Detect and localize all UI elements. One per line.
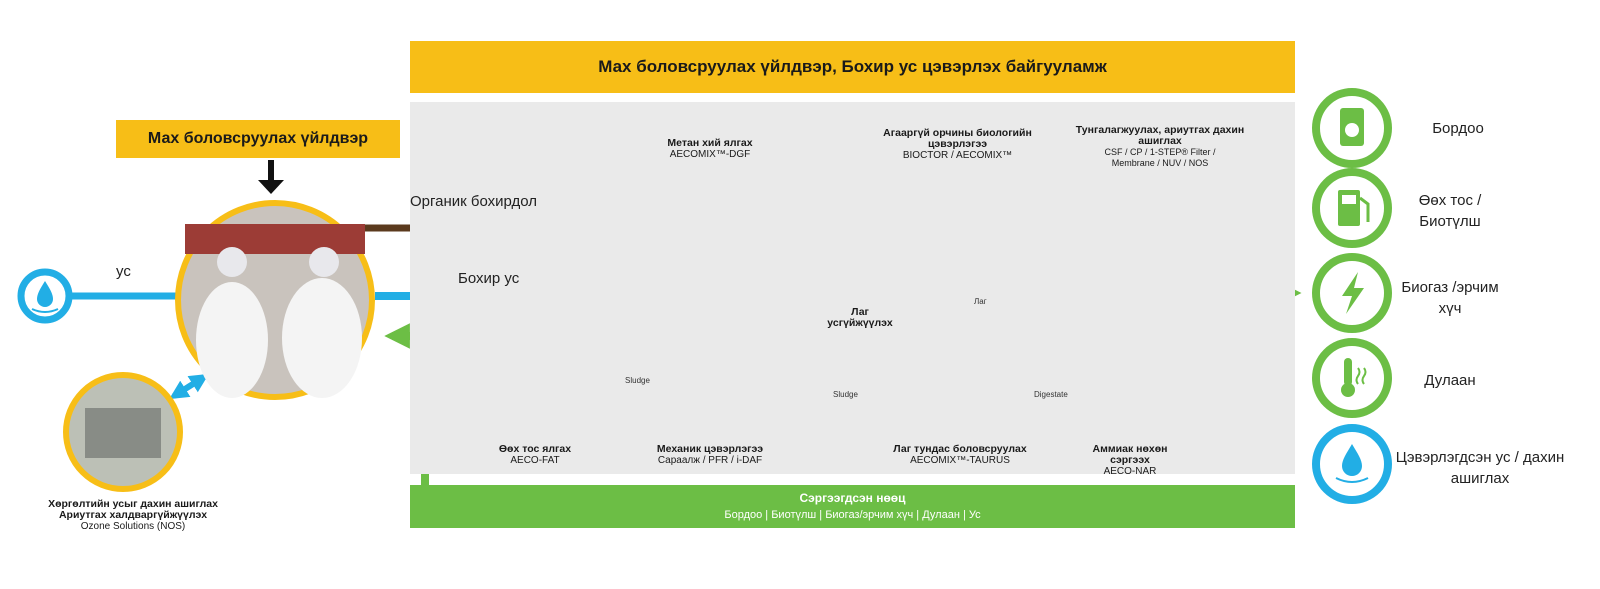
process-panel [410,102,1295,474]
thermometer-heat-waves [1355,367,1367,385]
thermometer-stem [1344,358,1352,386]
flow-label-water: ус [116,263,131,280]
recovered-items: Бордоо | Биотүлш | Биогаз/эрчим хүч | Ду… [724,509,981,521]
flow-label-sludge-mid: Sludge [833,390,858,399]
plant-title: Мах боловсруулах үйлдвэр [147,130,369,147]
plant-photo-worker-1 [196,282,268,398]
water-inlet-drop [37,281,53,307]
output-label-fertilizer: Бордоо [1432,120,1484,137]
banner-title: Мах боловсруулах үйлдвэр, Бохир ус цэвэр… [598,57,1107,76]
fuel-pump-window [1342,195,1356,204]
output-label-biogas: Биогаз /эрчим хүч [1401,279,1499,317]
flow-label-sludge-left: Sludge [625,376,650,385]
water-drop-shape [1342,444,1362,476]
plant-banner: Мах боловсруулах үйлдвэр [116,120,400,158]
title-banner: Мах боловсруулах үйлдвэр, Бохир ус цэвэр… [410,41,1295,93]
recovered-title: Сэргээгдсэн нөөц [799,491,906,505]
cooling-photo-cabinet [85,408,161,458]
plant-to-cooling-arrow [169,374,206,400]
recovered-resources-bar: Сэргээгдсэн нөөц Бордоо | Биотүлш | Биог… [410,485,1295,528]
fertilizer-leaf-shape [1345,123,1359,137]
flow-label-lag: Лаг [974,297,987,306]
plant-photo-worker-head-1 [217,247,247,277]
plant-down-arrowhead [258,180,284,194]
flow-label-organic: Органик бохирдол [410,193,538,210]
water-inlet-ripple [31,308,59,313]
flow-label-digestate: Digestate [1034,390,1068,399]
plant-photo-worker-head-2 [309,247,339,277]
thermometer-bulb [1341,383,1355,397]
lightning-bolt-shape [1342,272,1364,314]
water-drop-ripple [1335,477,1369,483]
plant-photo-carcasses [185,224,365,254]
fuel-pump-hose [1359,196,1370,222]
flow-label-wastewater: Бохир ус [458,270,520,287]
output-label-clean-water: Цэвэрлэгдсэн ус / дахин ашиглах [1395,449,1565,487]
output-label-heat: Дулаан [1424,372,1476,389]
output-label-biofuel: Өөх тос / Биотүлш [1418,192,1482,230]
plant-photo-worker-2 [282,278,362,398]
